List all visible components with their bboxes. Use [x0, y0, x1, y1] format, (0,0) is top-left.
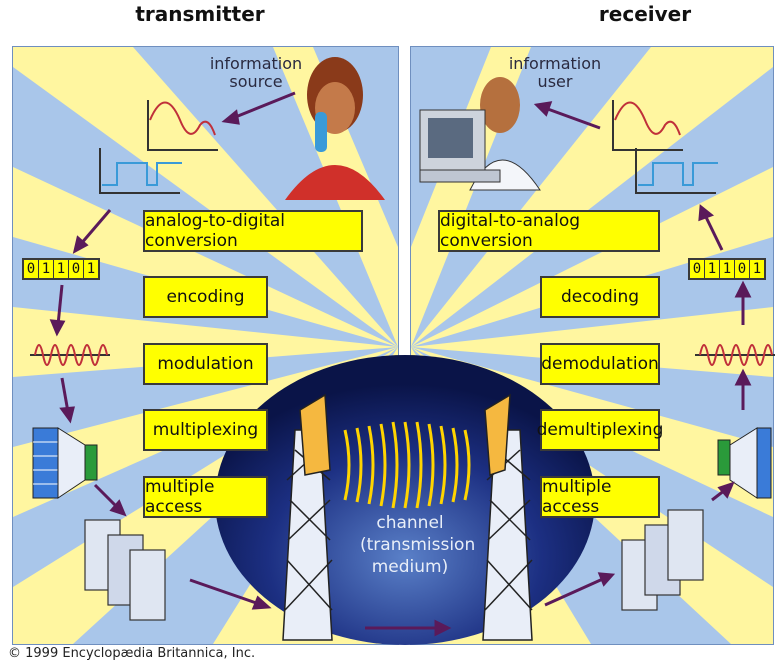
stage-analog-to-digital: analog-to-digital conversion [143, 210, 363, 252]
man-at-computer-icon [419, 77, 541, 191]
stage-decoding: decoding [540, 276, 660, 318]
channel-label: channel (transmission medium) [360, 513, 476, 577]
modulated-wave-icon [30, 344, 110, 366]
woman-on-phone-icon [285, 57, 385, 200]
transmission-tower-icon [282, 393, 333, 641]
stage-encoding: encoding [143, 276, 268, 318]
square-pulse-icon [635, 148, 718, 194]
stage-demodulation: demodulation [540, 343, 660, 385]
transmission-tower-icon [482, 393, 533, 641]
server-rack-icon [84, 519, 166, 621]
bit: 0 [735, 260, 750, 278]
bit: 1 [720, 260, 735, 278]
analog-wave-icon [147, 100, 218, 151]
stage-demultiplexing: demultiplexing [537, 409, 663, 451]
transmitter-illustrations [30, 57, 385, 621]
modulated-wave-icon [695, 344, 775, 366]
copyright-notice: © 1999 Encyclopædia Britannica, Inc. [8, 646, 256, 661]
bit: 1 [39, 260, 54, 278]
server-rack-icon [621, 509, 704, 611]
radio-wave-icon [343, 421, 471, 509]
multiplexer-icon [717, 427, 772, 499]
bit: 1 [86, 261, 96, 277]
bit: 0 [24, 260, 39, 278]
information-source-label: information source [209, 54, 303, 91]
stage-multiple-access-tx: multiple access [143, 476, 268, 518]
analog-wave-icon [612, 100, 683, 151]
bit: 1 [752, 261, 762, 277]
transmitter-title: transmitter [135, 2, 265, 26]
multiplexer-icon [32, 427, 98, 499]
stage-modulation: modulation [143, 343, 268, 385]
stage-multiplexing: multiplexing [143, 409, 268, 451]
bit: 0 [69, 260, 84, 278]
bit-sequence-transmitter: 0 1 1 0 1 [22, 258, 100, 280]
receiver-title: receiver [598, 2, 692, 26]
bit: 1 [54, 260, 69, 278]
stage-digital-to-analog: digital-to-analog conversion [438, 210, 660, 252]
stage-multiple-access-rx: multiple access [540, 476, 660, 518]
bit: 1 [705, 260, 720, 278]
bit: 0 [690, 260, 705, 278]
square-pulse-icon [99, 148, 182, 194]
bit-sequence-receiver: 0 1 1 0 1 [688, 258, 766, 280]
information-user-label: information user [508, 54, 602, 91]
